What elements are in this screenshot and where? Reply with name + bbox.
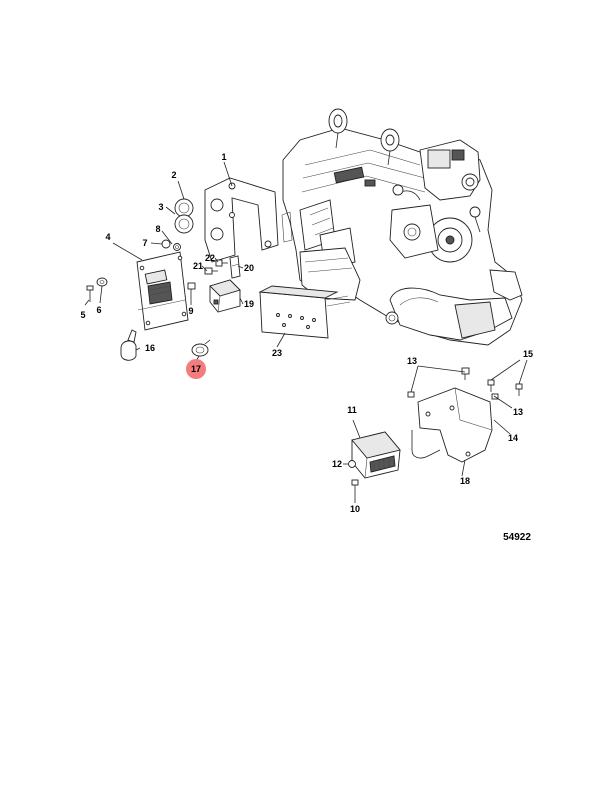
engine-block — [281, 108, 523, 346]
highlight-marker — [186, 359, 206, 379]
callout-21: 21 — [193, 261, 203, 271]
callout-5: 5 — [80, 310, 85, 320]
module-bracket-part-18 — [411, 387, 493, 463]
clip-part-20 — [229, 255, 241, 279]
callout-15: 15 — [523, 349, 533, 359]
control-module-part-11 — [351, 431, 401, 479]
long-bracket-part-23 — [258, 285, 351, 339]
callout-19: 19 — [244, 299, 254, 309]
callout-4: 4 — [105, 232, 110, 242]
grommet-parts — [174, 198, 194, 234]
callout-11: 11 — [347, 405, 357, 415]
callout-12: 12 — [332, 459, 342, 469]
callout-3: 3 — [158, 202, 163, 212]
bolt-part-9 — [187, 282, 196, 300]
module-plate-part — [136, 251, 189, 331]
callout-17: 17 — [191, 364, 201, 374]
callout-labels: 1 2 3 4 5 6 7 8 9 10 11 12 13 13 14 15 1… — [80, 152, 533, 514]
mounting-bracket-part — [204, 177, 279, 263]
callout-18: 18 — [460, 476, 470, 486]
callout-13-top: 13 — [407, 356, 417, 366]
callout-23: 23 — [272, 348, 282, 358]
callout-10: 10 — [350, 504, 360, 514]
hardware-parts-13-15 — [407, 367, 523, 400]
callout-9: 9 — [188, 306, 193, 316]
leader-lines — [84, 161, 528, 503]
callout-8: 8 — [155, 224, 160, 234]
relay-part-19 — [209, 279, 241, 313]
figure-id: 54922 — [503, 532, 531, 543]
callout-2: 2 — [171, 170, 176, 180]
bolt-part-5 — [86, 285, 94, 302]
callout-20: 20 — [244, 263, 254, 273]
clamp-part-16 — [120, 329, 137, 361]
callout-13-right: 13 — [513, 407, 523, 417]
nut-washer-parts — [161, 239, 181, 251]
washer-part-6 — [96, 277, 108, 287]
fastener-parts-21-22 — [204, 259, 228, 275]
callout-14: 14 — [508, 433, 518, 443]
sensor-part-17 — [191, 339, 211, 357]
callout-6: 6 — [96, 305, 101, 315]
bolt-part-10 — [351, 479, 359, 494]
callout-16: 16 — [145, 343, 155, 353]
nut-part-12 — [348, 460, 356, 468]
callout-1: 1 — [221, 152, 226, 162]
callout-22: 22 — [205, 253, 215, 263]
callout-7: 7 — [142, 238, 147, 248]
